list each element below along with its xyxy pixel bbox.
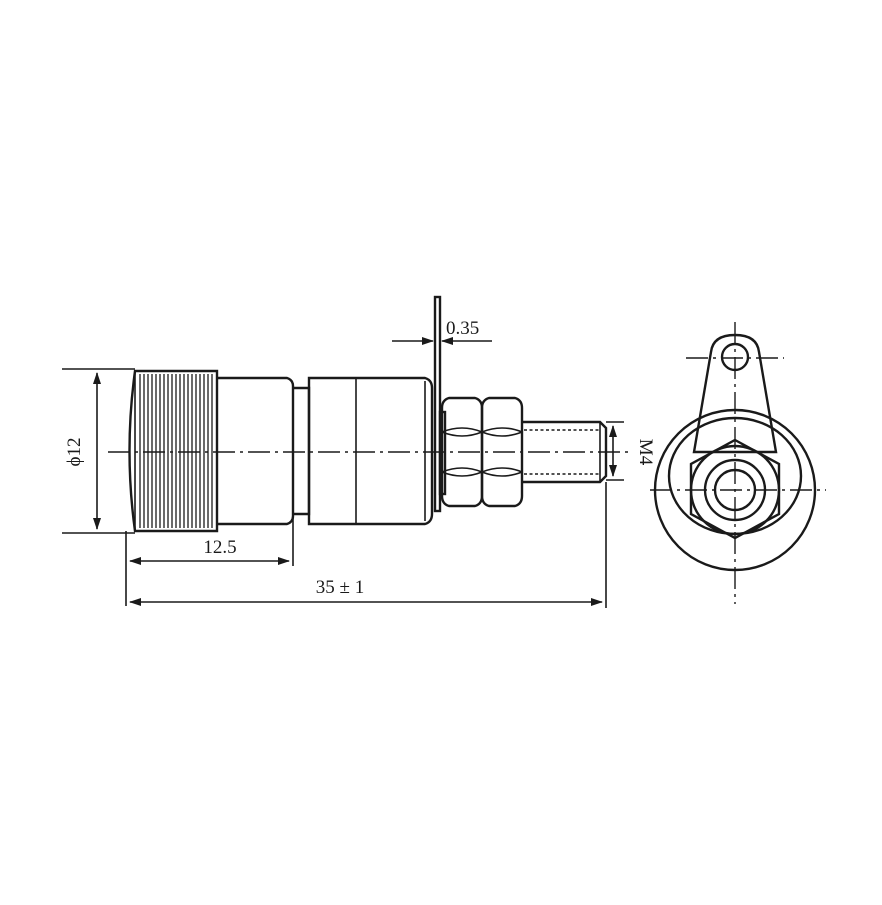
stud-inner xyxy=(713,468,757,512)
end-view xyxy=(650,322,826,604)
side-view: ϕ12 12.5 35 ± 1 0.35 M4 xyxy=(62,295,656,608)
dim-diameter: ϕ12 xyxy=(62,368,135,534)
body-section xyxy=(307,376,434,526)
nut-face xyxy=(689,444,781,536)
knurled-cap xyxy=(128,369,219,533)
knurl-length-label: 12.5 xyxy=(203,537,236,558)
hex-nut-1 xyxy=(440,396,484,508)
solder-tab xyxy=(433,295,442,513)
diameter-label: ϕ12 xyxy=(64,437,85,466)
tab-hole xyxy=(720,342,750,372)
dim-tab-thickness: 0.35 xyxy=(392,318,492,345)
stud-outer xyxy=(703,458,767,522)
tab-thickness-label: 0.35 xyxy=(446,318,479,339)
dim-thread: M4 xyxy=(606,421,656,481)
knurl-pattern xyxy=(139,374,213,528)
dim-knurl-length: 12.5 xyxy=(125,516,294,606)
flange-outer xyxy=(653,408,817,572)
overall-length-label: 35 ± 1 xyxy=(316,577,364,598)
barrel-section xyxy=(217,376,311,526)
hex-nut-2 xyxy=(480,396,524,508)
thread-label: M4 xyxy=(635,439,656,466)
dim-overall-length: 35 ± 1 xyxy=(129,482,607,608)
tab-outline xyxy=(692,333,778,454)
threaded-stud xyxy=(522,420,608,484)
hex-outline xyxy=(689,438,781,540)
